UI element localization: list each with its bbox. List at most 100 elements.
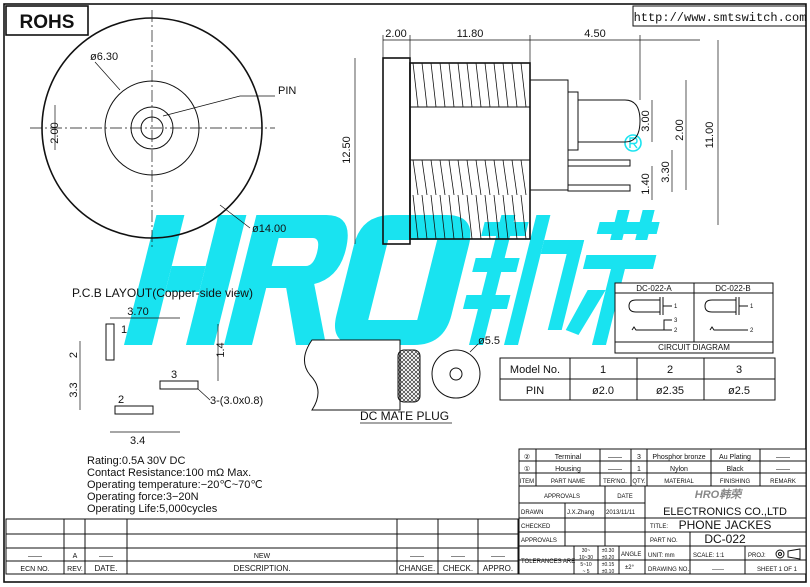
pin-b1: 1 — [750, 304, 754, 310]
hdr-date: DATE. — [95, 564, 118, 573]
front-view: ø6.30 PIN 2.00 ø14.00 — [30, 10, 296, 248]
checked-label: CHECKED — [521, 524, 551, 530]
part-label: PART NO. — [650, 538, 678, 544]
approvals-label: APPROVALS — [521, 538, 557, 544]
bom-finishing-2: Au Plating — [719, 454, 751, 461]
side-view: 2.00 11.80 4.50 12.50 3.00 2.00 3.30 1.4… — [341, 28, 719, 245]
pcb-dim-33: 3.3 — [68, 382, 80, 397]
dim-3: 3.30 — [660, 161, 672, 182]
bom-material-1: Nylon — [670, 466, 688, 473]
sheet-border — [3, 3, 807, 583]
rohs-box — [5, 5, 89, 36]
pad-size-label: 3-(3.0x0.8) — [210, 395, 263, 407]
tol-value-1: ±0.30 — [602, 548, 615, 554]
pin-a2: 2 — [674, 328, 678, 334]
dim-body: 11.80 — [457, 28, 484, 40]
pin-size-2: ø2.35 — [656, 385, 684, 397]
website-url[interactable]: http://www.smtswitch.com — [634, 11, 807, 25]
drawn-label: DRAWN — [521, 510, 543, 516]
projection-symbol-icon — [775, 548, 801, 560]
sheet: SHEET 1 OF 1 — [757, 567, 798, 573]
tol-range-1: 30~ — [582, 548, 591, 554]
date-header: DATE — [617, 494, 633, 500]
bom-name-1: Housing — [555, 466, 581, 473]
spec-temperature: Operating temperature:−20℃~70℃ — [87, 479, 263, 491]
rev-check: —— — [451, 553, 465, 560]
rev-appro: —— — [491, 553, 505, 560]
rev-date: —— — [99, 553, 113, 560]
pcb-dim-14: 1.4 — [215, 342, 227, 357]
bom-hdr-ter: TER'NO. — [603, 479, 627, 485]
revision-table: —— A —— NEW —— —— —— ECN NO. REV. DATE. … — [5, 518, 519, 575]
rohs-label: ROHS — [20, 12, 75, 33]
tolerances-label: TOLERANCES ARE — [521, 559, 575, 565]
plug-diameter: ø5.5 — [478, 335, 500, 347]
dim-total: 11.00 — [704, 122, 716, 149]
drawing-no-label: DRAWING NO. — [648, 567, 689, 573]
hro-watermark — [123, 210, 660, 345]
tol-range-3: 5~10 — [580, 562, 591, 568]
drawn-date: 2013/11/11 — [606, 510, 636, 516]
bom-hdr-name: PART NAME — [551, 479, 585, 485]
model-1: 1 — [600, 364, 606, 376]
model-table: Model No. 1 2 3 PIN ø2.0 ø2.35 ø2.5 — [499, 357, 776, 401]
company-logo: HRO韩荣 — [695, 488, 743, 501]
spec-life: Operating Life:5,000cycles — [87, 503, 218, 515]
bom-item-2: ② — [524, 453, 530, 461]
title-label: TITLE: — [650, 524, 668, 530]
registered-mark-icon — [624, 134, 642, 152]
rev-desc: NEW — [254, 553, 271, 560]
tol-value-2: ±0.20 — [602, 555, 615, 561]
pcb-dim-370: 3.70 — [127, 306, 148, 318]
plug-label: DC MATE PLUG — [360, 409, 449, 423]
scale: SCALE: 1:1 — [693, 553, 725, 559]
bom-name-2: Terminal — [555, 454, 582, 461]
hdr-ecn: ECN NO. — [20, 566, 49, 573]
spec-rating: Rating:0.5A 30V DC — [87, 455, 186, 467]
rev-letter: A — [73, 553, 78, 560]
spec-resistance: Contact Resistance:100 mΩ Max. — [87, 467, 251, 479]
bom-hdr-remark: REMARK — [770, 479, 796, 485]
url-box — [632, 5, 807, 27]
hdr-rev: REV. — [67, 566, 83, 573]
pcb-dim-2: 2 — [68, 352, 80, 358]
bom-hdr-finishing: FINISHING — [720, 479, 751, 485]
drawn-by: J.X.Zhang — [567, 510, 594, 516]
tol-value-4: ±0.10 — [602, 569, 615, 575]
outer-diameter-label: ø14.00 — [252, 223, 286, 235]
circuit-diagram: DC-022-A DC-022-B CIRCUIT DIAGRAM 1 2 3 … — [614, 282, 774, 354]
pin-label: PIN — [278, 85, 296, 97]
hdr-check: CHECK. — [443, 564, 473, 573]
bom-qty-2: 3 — [637, 454, 641, 461]
pin-a1: 1 — [674, 304, 678, 310]
bom-ter-1: —— — [608, 466, 622, 473]
bom-ter-2: —— — [608, 454, 622, 461]
dim-flange: 2.00 — [385, 28, 406, 40]
bom-material-2: Phosphor bronze — [652, 454, 705, 461]
bom-hdr-qty: QTY. — [632, 479, 646, 485]
bom-item-1: ① — [524, 465, 530, 473]
part-number: DC-022 — [704, 532, 746, 546]
approvals-header: APPROVALS — [544, 494, 580, 500]
bom-remark-1: —— — [776, 466, 790, 473]
dc-mate-plug: DC MATE PLUG ø5.5 — [304, 335, 500, 424]
tol-value-3: ±0.15 — [602, 562, 615, 568]
hdr-change: CHANGE. — [399, 564, 435, 573]
rev-ecn: —— — [28, 553, 42, 560]
pin-row-label: PIN — [526, 385, 544, 397]
pcb-dim-34: 3.4 — [130, 435, 145, 447]
specifications: Rating:0.5A 30V DC Contact Resistance:10… — [87, 455, 263, 515]
spec-force: Operating force:3−20N — [87, 491, 199, 503]
dim-pin-diameter: 3.00 — [640, 110, 652, 131]
tol-range-2: 10~30 — [579, 555, 593, 561]
tol-range-4: ~ 5 — [582, 569, 589, 575]
dim-4: 1.40 — [640, 173, 652, 194]
bom-remark-2: —— — [776, 454, 790, 461]
hdr-appro: APPRO. — [483, 564, 513, 573]
angle-value: ±2° — [625, 565, 635, 571]
model-header: Model No. — [510, 364, 560, 376]
watermark-letter-o — [335, 215, 471, 345]
hdr-desc: DESCRIPTION. — [234, 564, 291, 573]
dim-pin: 4.50 — [584, 28, 605, 40]
